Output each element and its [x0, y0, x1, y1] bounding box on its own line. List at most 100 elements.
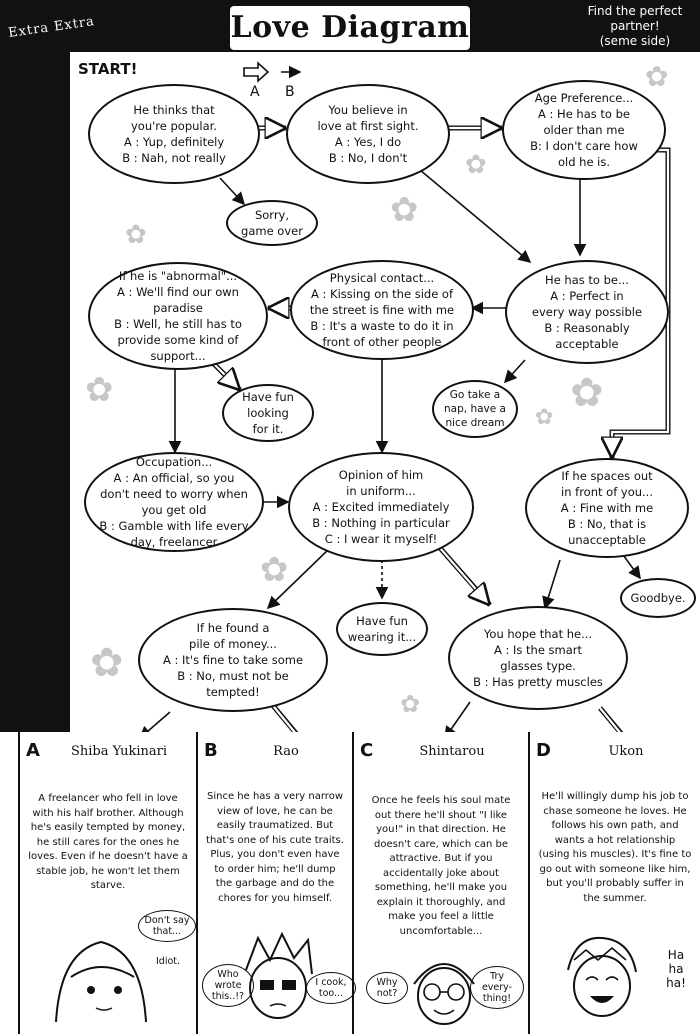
node-line: A : Yup, definitely — [124, 134, 224, 150]
result-desc: A freelancer who fell in love with his h… — [28, 792, 188, 894]
node-line: B : Nothing in particular — [312, 515, 449, 531]
node-line: love at first sight. — [317, 118, 418, 134]
node-age: Age Preference... A : He has to be older… — [502, 80, 666, 180]
node-line: You believe in — [328, 102, 407, 118]
node-line: nice dream — [445, 416, 504, 430]
node-line: Go take a — [450, 388, 500, 402]
node-spaces-out: If he spaces out in front of you... A : … — [525, 458, 689, 558]
node-line: in uniform... — [346, 483, 416, 499]
node-line: If he found a — [197, 620, 270, 636]
node-line: provide some kind of — [118, 332, 239, 348]
node-line: paradise — [153, 300, 203, 316]
node-line: B: I don't care how — [530, 138, 638, 154]
node-line: you get old — [142, 502, 207, 518]
node-line: Have fun — [356, 613, 408, 629]
result-desc: Once he feels his soul mate out there he… — [362, 794, 520, 939]
node-line: Sorry, — [255, 207, 289, 223]
node-line: looking — [247, 405, 289, 421]
node-line: you're popular. — [131, 118, 217, 134]
node-line: for it. — [253, 421, 284, 437]
node-line: B : It's a waste to do it in — [310, 318, 453, 334]
legend-a: A — [250, 84, 260, 100]
node-line: A : We'll find our own — [117, 284, 239, 300]
node-goodbye: Goodbye. — [620, 578, 696, 618]
node-physical: Physical contact... A : Kissing on the s… — [290, 260, 474, 360]
result-letter: D — [536, 740, 562, 766]
result-c: C Shintarou Once he feels his soul mate … — [352, 732, 528, 1034]
start-label: START! — [78, 60, 137, 78]
result-desc: He'll willingly dump his job to chase so… — [538, 790, 692, 906]
result-letter: C — [360, 740, 386, 766]
results-panel: A Shiba Yukinari A freelancer who fell i… — [0, 732, 700, 1034]
node-line: B : No, must not be — [177, 668, 289, 684]
result-letter: A — [26, 740, 52, 766]
node-line: B : Has pretty muscles — [473, 674, 603, 690]
result-name: Ukon — [560, 744, 692, 759]
node-line: B : Reasonably — [544, 320, 629, 336]
node-abnormal: If he is "abnormal"... A : We'll find ou… — [88, 262, 268, 370]
node-line: A : Perfect in — [550, 288, 623, 304]
node-line: A : Kissing on the side of — [311, 286, 453, 302]
result-name: Shintarou — [384, 744, 520, 759]
speech-bubble: Ha ha ha! — [656, 944, 696, 994]
node-line: old he is. — [558, 154, 610, 170]
node-line: Physical contact... — [330, 270, 434, 286]
node-line: B : Nah, not really — [122, 150, 226, 166]
node-line: day, freelancer — [131, 534, 218, 550]
node-line: B : Gamble with life every — [99, 518, 248, 534]
node-sorry: Sorry, game over — [226, 200, 318, 246]
result-b: B Rao Since he has a very narrow view of… — [196, 732, 352, 1034]
node-line: pile of money... — [189, 636, 277, 652]
node-line: Have fun — [242, 389, 294, 405]
node-line: B : Well, he still has to — [114, 316, 242, 332]
node-line: He thinks that — [133, 102, 214, 118]
node-hope: You hope that he... A : Is the smart gla… — [448, 606, 628, 710]
node-line: the street is fine with me — [310, 302, 454, 318]
node-line: B : No, that is — [568, 516, 646, 532]
node-line: don't need to worry when — [100, 486, 248, 502]
node-line: wearing it... — [348, 629, 416, 645]
node-line: A : An official, so you — [114, 470, 235, 486]
node-line: If he is "abnormal"... — [119, 268, 237, 284]
node-have-fun-looking: Have fun looking for it. — [222, 384, 314, 442]
node-line: Opinion of him — [339, 467, 423, 483]
node-line: A : Yes, I do — [335, 134, 401, 150]
node-has-to-be: He has to be... A : Perfect in every way… — [505, 260, 669, 364]
character-rao — [238, 930, 318, 1030]
node-line: B : No, I don't — [329, 150, 407, 166]
node-popular: He thinks that you're popular. A : Yup, … — [88, 84, 260, 184]
node-line: A : It's fine to take some — [163, 652, 303, 668]
node-line: A : Is the smart — [494, 642, 582, 658]
character-ukon — [556, 930, 646, 1030]
node-line: unacceptable — [568, 532, 646, 548]
node-line: Occupation... — [136, 454, 212, 470]
node-have-fun-wearing: Have fun wearing it... — [336, 602, 428, 656]
character-shintarou — [404, 944, 484, 1034]
node-line: You hope that he... — [484, 626, 592, 642]
node-line: He has to be... — [545, 272, 629, 288]
result-name: Shiba Yukinari — [50, 744, 188, 759]
result-a: A Shiba Yukinari A freelancer who fell i… — [18, 732, 196, 1034]
node-line: every way possible — [532, 304, 642, 320]
node-line: front of other people — [322, 334, 441, 350]
result-desc: Since he has a very narrow view of love,… — [206, 790, 344, 906]
node-line: Age Preference... — [535, 90, 634, 106]
node-line: If he spaces out — [561, 468, 652, 484]
node-line: A : Excited immediately — [313, 499, 450, 515]
node-line: acceptable — [555, 336, 618, 352]
node-line: older than me — [543, 122, 624, 138]
result-name: Rao — [228, 744, 344, 759]
character-shiba — [46, 922, 156, 1032]
legend-b: B — [285, 84, 295, 100]
node-line: nap, have a — [444, 402, 506, 416]
node-line: support... — [150, 348, 205, 364]
node-line: tempted! — [206, 684, 260, 700]
node-nap: Go take a nap, have a nice dream — [432, 380, 518, 438]
node-line: glasses type. — [500, 658, 576, 674]
node-line: A : He has to be — [538, 106, 630, 122]
node-occupation: Occupation... A : An official, so you do… — [84, 452, 264, 552]
node-uniform: Opinion of him in uniform... A : Excited… — [288, 452, 474, 562]
node-money: If he found a pile of money... A : It's … — [138, 608, 328, 712]
node-line: Goodbye. — [630, 590, 685, 606]
